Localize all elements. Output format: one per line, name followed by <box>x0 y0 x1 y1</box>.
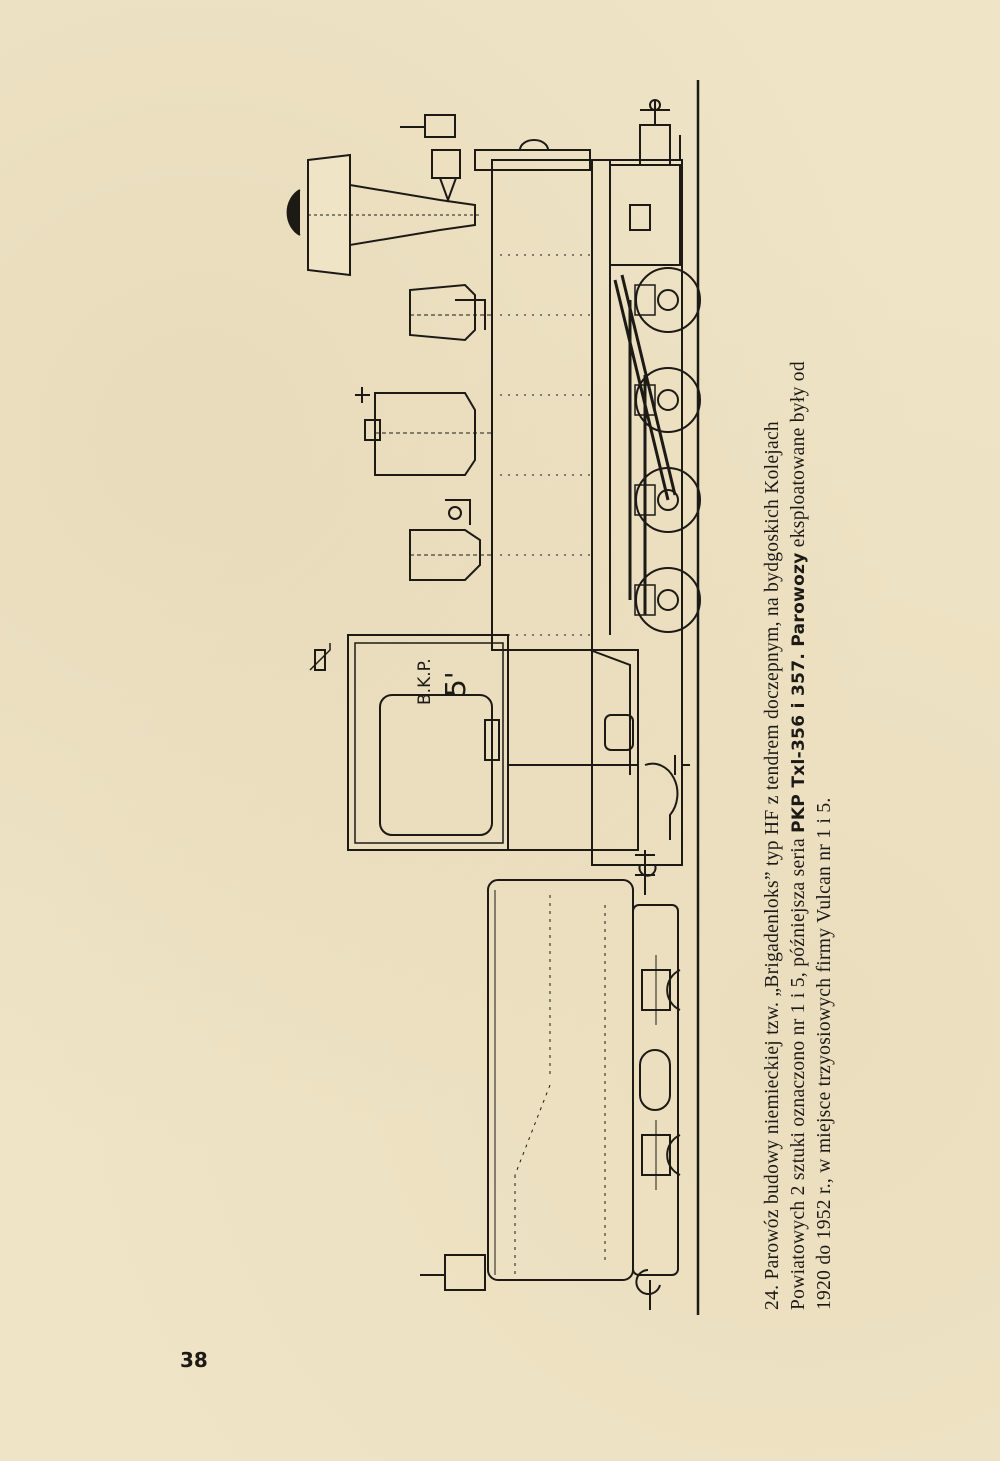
sand-dome <box>355 387 492 476</box>
front-buffer <box>639 99 681 166</box>
connecting-rods <box>613 274 677 615</box>
tender <box>487 879 679 1281</box>
caption-line-1: 24. Parowóz budowy niemieckiej tzw. „Bri… <box>762 421 783 1310</box>
front-lamp <box>400 114 461 203</box>
cab: B.K.P. 5' <box>309 634 509 851</box>
figure-caption: 24. Parowóz budowy niemieckiej tzw. „Bri… <box>760 130 838 1310</box>
chimney <box>286 153 480 277</box>
caption-line-2-start: Powiatowych 2 sztuki oznaczono nr 1 i 5,… <box>788 832 809 1310</box>
rear-buffer <box>420 1254 661 1310</box>
axle-boxes <box>634 284 656 616</box>
page-number: 38 <box>180 1348 208 1372</box>
tender-wheels <box>641 955 681 1190</box>
caption-line-2: Powiatowych 2 sztuki oznaczono nr 1 i 5,… <box>786 130 812 1310</box>
locomotive-svg: B.K.P. 5' <box>286 80 701 1315</box>
caption-line-2-bold: PKP Txl-356 i 357. Parowozy <box>789 552 809 833</box>
boiler <box>491 159 593 651</box>
cab-text: B.K.P. <box>415 658 435 705</box>
cab-number: 5' <box>439 671 472 697</box>
smokebox-door <box>519 139 549 151</box>
firebox <box>507 649 679 851</box>
rear-dome <box>409 499 492 581</box>
steam-dome <box>409 283 492 342</box>
frame <box>591 159 690 866</box>
caption-line-2-end: eksploatowane były od <box>788 361 809 553</box>
locomotive-drawing: B.K.P. 5' <box>270 75 710 1335</box>
drawbar <box>635 850 657 895</box>
driving-wheels <box>635 267 701 633</box>
caption-line-3: 1920 do 1952 r., w miejsce trzyosiowych … <box>814 797 835 1310</box>
